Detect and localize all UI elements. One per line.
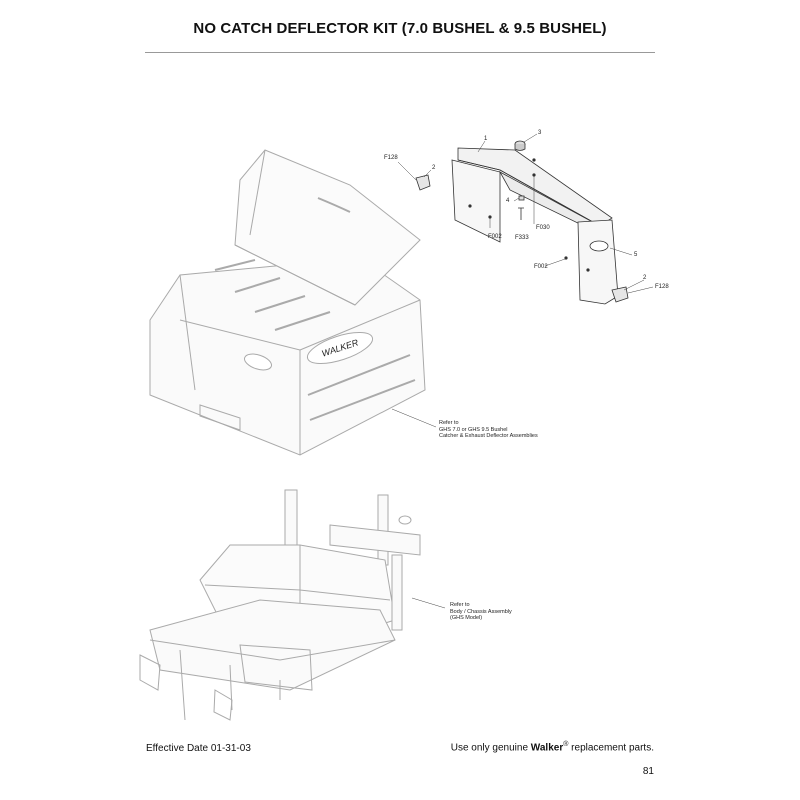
callout-f128-left: F128 [384, 155, 398, 161]
callout-4: 4 [506, 198, 510, 204]
deflector-kit [415, 140, 629, 305]
callout-2-right: 2 [643, 275, 647, 281]
bracket-left [415, 174, 431, 191]
callout-f333: F333 [515, 235, 529, 241]
catcher-illustration [149, 149, 426, 456]
page-number: 81 [642, 766, 654, 777]
callout-f002-right: F002 [534, 264, 548, 270]
bracket-right [611, 286, 629, 303]
callout-3: 3 [538, 130, 542, 136]
callout-2-left: 2 [432, 165, 436, 171]
replacement-parts-notice: Use only genuine Walker® replacement par… [450, 741, 654, 754]
callout-f030: F030 [536, 225, 550, 231]
catcher-reference-note: Refer to GHS 7.0 or GHS 9.5 Bushel Catch… [439, 420, 538, 439]
walker-logo [306, 331, 374, 365]
page-title: NO CATCH DEFLECTOR KIT (7.0 BUSHEL & 9.5… [193, 20, 607, 37]
chassis-reference-note: Refer to Body / Chassis Assembly (GHS Mo… [450, 602, 512, 621]
callout-f128-right: F128 [655, 284, 669, 290]
effective-date: Effective Date 01-31-03 [146, 743, 251, 754]
callout-1: 1 [484, 136, 488, 142]
callout-5: 5 [634, 252, 638, 258]
callout-f002-left: F002 [488, 234, 502, 240]
title-divider [145, 52, 655, 53]
chassis-illustration [139, 489, 421, 721]
walker-badge-small [589, 240, 609, 252]
brand-name: Walker [530, 742, 564, 754]
